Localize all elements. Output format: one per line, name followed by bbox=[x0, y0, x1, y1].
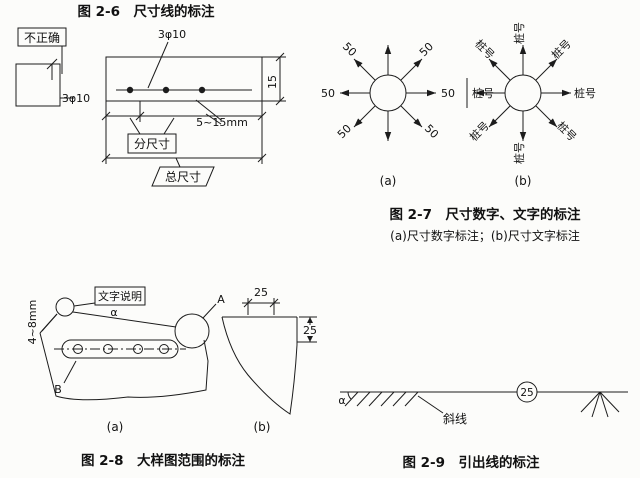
beam-section-example: 3φ10 bbox=[105, 28, 263, 102]
break-line bbox=[221, 316, 298, 415]
height-dim-label: 15 bbox=[266, 75, 279, 89]
dim-text-zhuanghao: 桩号 bbox=[466, 118, 491, 143]
incorrect-label: 不正确 bbox=[24, 31, 60, 45]
dim-number-50: 50 bbox=[417, 40, 436, 59]
sublabel-b: (b) bbox=[515, 174, 532, 188]
total-dim-box bbox=[151, 166, 215, 187]
figure-2-7-drawing: 50 50 50 50 50 50 (a) 桩号 桩号 桩号 桩号 桩号 桩号 … bbox=[321, 22, 596, 188]
figure-2-8-drawing: 文字说明 4~8mm α A B (a) bbox=[26, 286, 317, 434]
dim-text-zhuanghao: 桩号 bbox=[472, 86, 494, 100]
hatching bbox=[344, 391, 419, 407]
dim-number-50: 50 bbox=[340, 40, 359, 59]
figure-2-9-drawing: α 斜线 25 bbox=[338, 381, 628, 426]
dim-number-50: 50 bbox=[335, 122, 354, 141]
rebar-dot bbox=[162, 86, 170, 94]
alpha-label: α bbox=[110, 306, 117, 319]
detail-region-circle bbox=[174, 313, 210, 349]
total-dim-label: 总尺寸 bbox=[165, 170, 201, 184]
detail-corner-b: 25 25 (b) bbox=[221, 286, 317, 434]
dim-text-zhuanghao: 桩号 bbox=[512, 142, 526, 164]
note-label: 文字说明 bbox=[98, 289, 142, 303]
sublabel-b: (b) bbox=[254, 420, 271, 434]
dim-text-zhuanghao: 桩号 bbox=[472, 36, 497, 61]
height-dimension: 15 bbox=[262, 52, 286, 106]
rebar-label-left: 3φ10 bbox=[62, 92, 90, 105]
dim-number-50: 50 bbox=[321, 87, 335, 100]
reference-bubble bbox=[55, 297, 75, 317]
dim-right-label: 25 bbox=[303, 324, 317, 337]
slash-label: 斜线 bbox=[443, 412, 467, 426]
plate-outline bbox=[39, 311, 209, 401]
point-b-label: B bbox=[54, 383, 62, 396]
rebar-dot bbox=[126, 86, 134, 94]
dim-text-zhuanghao: 桩号 bbox=[548, 36, 573, 61]
sublabel-a: (a) bbox=[107, 420, 124, 434]
size-label: 4~8mm bbox=[26, 300, 39, 345]
note-box bbox=[94, 286, 146, 306]
angle-arc bbox=[347, 391, 352, 400]
dim-number-50: 50 bbox=[422, 122, 441, 141]
rebar-dot bbox=[198, 86, 206, 94]
incorrect-example: 不正确 3φ10 bbox=[15, 27, 90, 107]
radiating-dimensions-numeric: 50 50 50 50 50 50 (a) bbox=[321, 40, 455, 188]
detail-plan-a: 文字说明 4~8mm α A B (a) bbox=[26, 286, 225, 434]
bottom-dimensions: 5~15mm 分尺寸 总尺寸 bbox=[101, 99, 267, 187]
point-a-label: A bbox=[217, 293, 225, 306]
figure-2-9-caption: 图 2-9 引出线的标注 bbox=[402, 455, 540, 471]
pile-circle-b bbox=[504, 74, 542, 112]
leader-circle bbox=[516, 381, 538, 403]
gap-label: 5~15mm bbox=[196, 116, 248, 129]
figure-2-7-caption: 图 2-7 尺寸数字、文字的标注 bbox=[389, 207, 581, 223]
dim-text-zhuanghao: 桩号 bbox=[574, 86, 596, 100]
sublabel-a: (a) bbox=[380, 174, 397, 188]
figure-2-8-caption: 图 2-8 大样图范围的标注 bbox=[80, 453, 246, 469]
dim-top-label: 25 bbox=[254, 286, 268, 299]
figure-2-6-caption: 图 2-6 尺寸线的标注 bbox=[77, 4, 215, 20]
dim-number-50: 50 bbox=[441, 87, 455, 100]
figure-2-7-subcaption: (a)尺寸数字标注；(b)尺寸文字标注 bbox=[390, 229, 580, 243]
column-section bbox=[15, 63, 61, 107]
sub-dim-label: 分尺寸 bbox=[134, 137, 170, 151]
leader-line-example: α 斜线 25 bbox=[338, 381, 628, 426]
branch-symbol bbox=[580, 391, 620, 418]
figure-2-6-drawing: 不正确 3φ10 3φ10 15 bbox=[15, 27, 286, 187]
pile-circle-a bbox=[369, 74, 407, 112]
circle-number: 25 bbox=[520, 387, 533, 399]
radiating-dimensions-text: 桩号 桩号 桩号 桩号 桩号 桩号 桩号 桩号 (b) bbox=[466, 22, 596, 188]
sub-dim-box bbox=[127, 133, 177, 154]
beam-section bbox=[105, 56, 263, 102]
dim-text-zhuanghao: 桩号 bbox=[512, 22, 526, 44]
alpha-label: α bbox=[338, 394, 345, 407]
rebar-label-top: 3φ10 bbox=[158, 28, 186, 41]
dim-text-zhuanghao: 桩号 bbox=[554, 118, 579, 143]
